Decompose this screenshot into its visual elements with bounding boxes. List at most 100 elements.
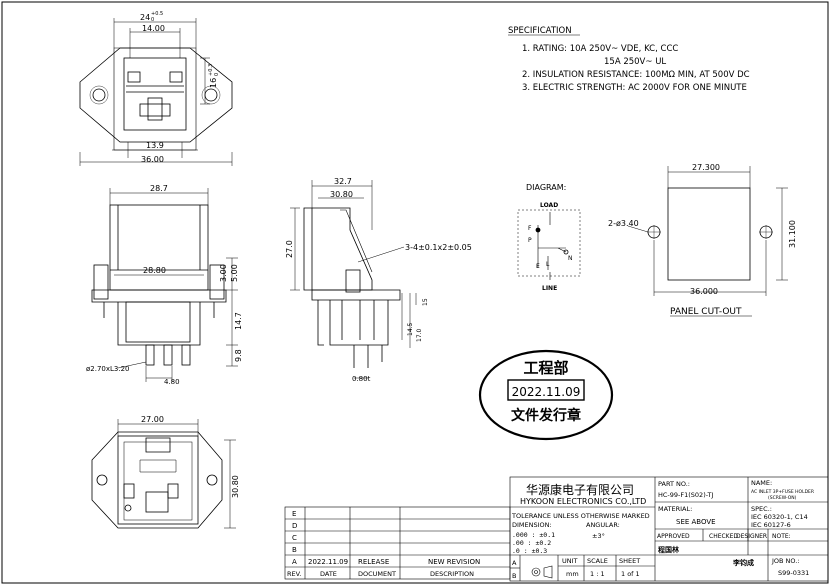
stamp-date: 2022.11.09 — [512, 385, 581, 399]
dim-9-8: 9.8 — [234, 349, 243, 362]
wiring-diagram — [517, 209, 581, 280]
dim-28-7: 28.7 — [150, 184, 168, 193]
hdr-date: DATE — [320, 570, 337, 578]
dim-36: 36.00 — [141, 155, 164, 164]
material-value: SEE ABOVE — [676, 518, 716, 526]
dimension-label: DIMENSION: — [512, 521, 552, 529]
projection-symbol-icon — [531, 565, 553, 579]
scale-value: 1 : 1 — [590, 570, 605, 578]
tol-1: .000 : ±0.1 — [512, 531, 555, 539]
designer-label: DESIGNER — [736, 533, 767, 540]
rev-row-c: C — [292, 534, 297, 542]
spec-line-3: 3. ELECTRIC STRENGTH: AC 2000V FOR ONE M… — [522, 83, 747, 93]
rev-row-e: E — [292, 510, 296, 518]
dim-30-80-rear: 30.80 — [231, 475, 240, 498]
unit-value: mm — [566, 570, 579, 578]
rev-row-b: B — [292, 546, 297, 554]
cutout-pitch: 36.000 — [690, 287, 718, 296]
rear-view — [91, 419, 236, 529]
tolerance-title: TOLERANCE UNLESS OTHERWISE MARKED — [511, 512, 650, 520]
name-label: NAME: — [751, 479, 772, 487]
pin-size: ø2.70xL3.20 — [86, 365, 130, 373]
unit-label: UNIT — [562, 557, 578, 565]
diagram-l: L — [546, 261, 550, 268]
cutout-width: 27.300 — [692, 163, 720, 172]
rev-row-d: D — [292, 522, 297, 530]
dim-16: 16 — [209, 78, 218, 88]
tol-2: .00 : ±0.2 — [512, 539, 551, 547]
name-value: AC INLET 3P+FUSE HOLDER — [751, 489, 814, 495]
hdr-desc: DESCRIPTION — [430, 570, 474, 578]
title-block — [509, 476, 829, 582]
profile-view — [290, 180, 417, 379]
frame-letter-a: A — [512, 559, 517, 567]
revision-table — [284, 506, 511, 580]
side-view — [91, 188, 238, 382]
rev-a-doc: RELEASE — [358, 558, 389, 566]
diagram-label: DIAGRAM: — [526, 183, 566, 192]
diagram-n: N — [568, 255, 573, 262]
spec-line-1b: 15A 250V~ UL — [604, 57, 666, 67]
rev-a-date: 2022.11.09 — [308, 558, 348, 566]
hdr-rev: REV. — [287, 570, 301, 578]
stamp-top: 工程部 — [523, 359, 568, 377]
front-view — [79, 18, 233, 166]
dim-14-7: 14.7 — [234, 312, 243, 330]
job-no-value: S99-0331 — [778, 569, 809, 577]
spec-title: SPECIFICATION — [508, 26, 572, 36]
dim-15: 15 — [422, 298, 429, 306]
spec-value: IEC 60320-1, C14 — [751, 513, 808, 521]
sheet-value: 1 of 1 — [621, 570, 640, 578]
rev-row-a: A — [292, 558, 297, 566]
checked-label: CHECKED — [709, 533, 738, 540]
dim-16-tol2: 0 — [214, 73, 220, 76]
spec-line-2: 2. INSULATION RESISTANCE: 100MΩ MIN, AT … — [522, 70, 750, 80]
dim-14: 14.00 — [142, 24, 165, 33]
approved-label: APPROVED — [657, 533, 690, 540]
dim-5-00: 5.00 — [230, 264, 239, 282]
frame-letter-b: B — [512, 572, 516, 580]
rev-a-desc: NEW REVISION — [428, 558, 480, 566]
part-no-label: PART NO.: — [658, 480, 690, 488]
sheet-label: SHEET — [619, 557, 640, 565]
angular-label: ANGULAR: — [586, 521, 620, 529]
cutout-hole: 2-ø3.40 — [608, 219, 639, 228]
diagram-line: LINE — [542, 285, 557, 292]
dim-32-7: 32.7 — [334, 177, 352, 186]
note-label: NOTE: — [772, 533, 791, 540]
material-label: MATERIAL: — [658, 505, 692, 513]
diagram-e: E — [536, 263, 540, 270]
panel-cutout — [627, 166, 788, 296]
part-no-value: HC-99-F1(S02)-TJ — [658, 491, 713, 499]
spec-value-2: IEC 60127-6 — [751, 521, 791, 529]
dim-14-5: 14.5 — [407, 322, 414, 336]
designer-name: 李钧成 — [732, 558, 754, 567]
dim-30-80: 30.80 — [330, 190, 353, 199]
angular-value: ±3° — [592, 532, 605, 540]
tol-3: .0 : ±0.3 — [512, 547, 547, 555]
dim-27-0: 27.0 — [285, 240, 294, 258]
cutout-label: PANEL CUT-OUT — [670, 307, 742, 317]
diagram-p: P — [528, 237, 532, 244]
company-en: HYKOON ELECTRONICS CO.,LTD — [520, 497, 646, 506]
dim-28-80: 28.80 — [143, 266, 166, 275]
dim-3-00: 3.00 — [219, 264, 228, 282]
name-value-2: (SCREW-ON) — [768, 495, 797, 501]
company-cn: 华源康电子有限公司 — [526, 482, 634, 497]
job-no-label: JOB NO.: — [771, 557, 800, 565]
dim-0-80t: 0.80t — [352, 375, 371, 383]
diagram-load: LOAD — [540, 202, 558, 209]
approved-name: 程国林 — [658, 545, 680, 554]
hdr-doc: DOCUMENT — [358, 570, 396, 578]
dim-16-tol: +0.3 — [208, 64, 214, 76]
dim-13-9: 13.9 — [146, 141, 164, 150]
dim-24-tol: +0.5 — [151, 11, 163, 17]
release-stamp — [478, 349, 614, 441]
diagram-f: F — [528, 225, 532, 232]
stamp-bottom: 文件发行章 — [511, 407, 581, 424]
spec-line-1: 1. RATING: 10A 250V~ VDE, KC, CCC — [522, 44, 678, 54]
spec-label: SPEC.: — [751, 505, 772, 513]
dim-27-00: 27.00 — [141, 415, 164, 424]
scale-label: SCALE — [587, 557, 608, 565]
